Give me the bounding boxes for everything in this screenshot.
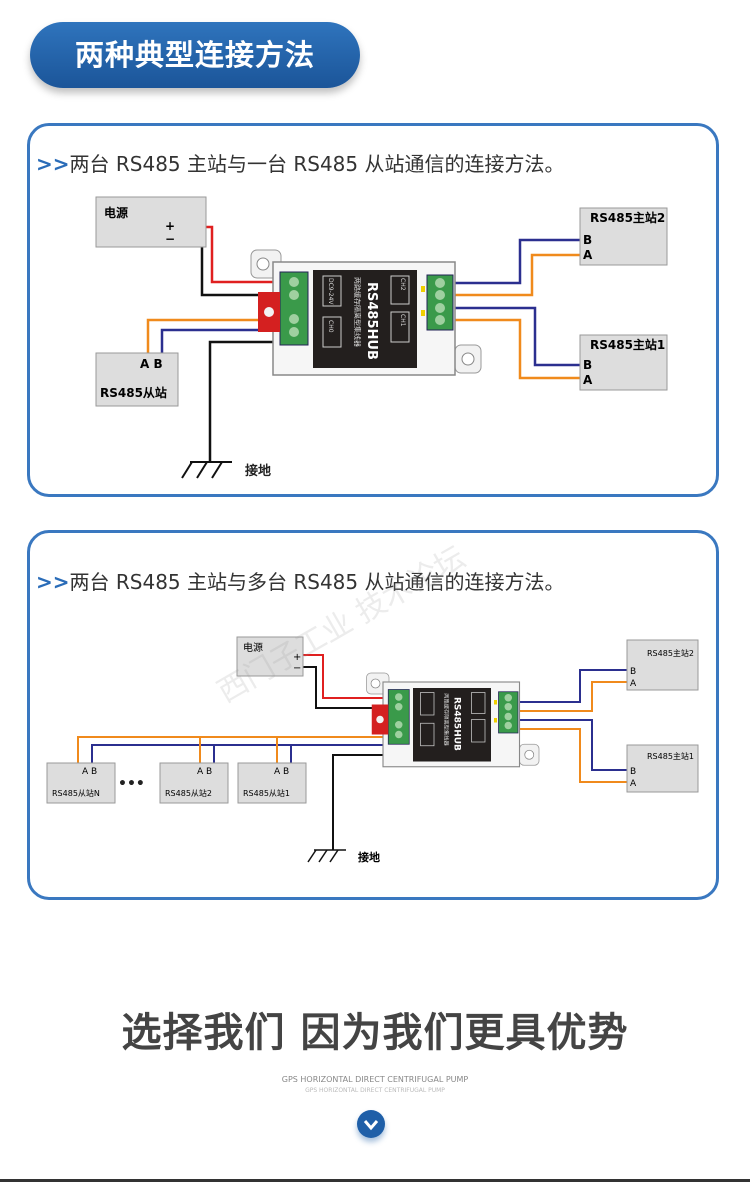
minus-label-2: − xyxy=(293,663,301,674)
svg-text:A: A xyxy=(630,679,637,689)
caption-2: >>两台 RS485 主站与多台 RS485 从站通信的连接方法。 xyxy=(36,570,565,594)
svg-text:CH1: CH1 xyxy=(399,314,406,327)
plus-label-2: + xyxy=(293,652,301,663)
svg-text:A B: A B xyxy=(274,767,289,777)
svg-text:B: B xyxy=(630,767,636,777)
power-label: 电源 xyxy=(104,205,128,220)
page-title: 两种典型连接方法 xyxy=(30,22,360,88)
master1-box-2 xyxy=(626,744,699,793)
slave-n-box xyxy=(46,762,116,804)
svg-text:RS485HUB: RS485HUB xyxy=(451,697,461,751)
master1-box xyxy=(579,334,668,391)
slave-2-label: RS485从站2 xyxy=(165,788,212,798)
ground-label-2: 接地 xyxy=(358,850,380,864)
divider xyxy=(0,1179,750,1182)
slave-1-box xyxy=(237,762,307,804)
chevron-down-icon xyxy=(363,1120,379,1131)
ellipsis: ••• xyxy=(118,776,145,792)
svg-text:CH2: CH2 xyxy=(399,278,406,291)
svg-text:DC9-24V: DC9-24V xyxy=(327,278,334,305)
rs485-hub-device-2: RS485HUB 两路缓存隔离型集线器 xyxy=(365,672,540,768)
plus-label: + xyxy=(165,219,175,233)
svg-text:A B: A B xyxy=(197,767,212,777)
master2-box xyxy=(579,207,668,266)
svg-text:两路缓存隔离型集线器: 两路缓存隔离型集线器 xyxy=(353,277,362,347)
subtitle-1: GPS HORIZONTAL DIRECT CENTRIFUGAL PUMP xyxy=(281,1075,469,1084)
power-supply-box-2 xyxy=(236,636,304,677)
master2-box-2 xyxy=(626,639,699,691)
svg-text:RS485主站2: RS485主站2 xyxy=(647,648,694,658)
power-label-2: 电源 xyxy=(243,641,263,654)
master2-b: B xyxy=(583,233,592,247)
caption-1: >>两台 RS485 主站与一台 RS485 从站通信的连接方法。 xyxy=(36,152,565,176)
slave-n-label: RS485从站N xyxy=(52,788,100,798)
ground-label: 接地 xyxy=(245,463,271,479)
svg-text:RS485主站1: RS485主站1 xyxy=(647,751,694,761)
master2-label: RS485主站2 xyxy=(590,210,665,225)
svg-text:RS485HUB: RS485HUB xyxy=(364,282,379,360)
master2-a: A xyxy=(583,248,593,262)
power-supply-box xyxy=(95,196,207,248)
svg-text:A B: A B xyxy=(82,767,97,777)
master1-a: A xyxy=(583,373,593,387)
slave-2-box xyxy=(159,762,229,804)
slave-box xyxy=(95,352,179,407)
slave-label: RS485从站 xyxy=(100,385,167,400)
master1-b: B xyxy=(583,358,592,372)
svg-text:CH0: CH0 xyxy=(327,320,334,333)
ground-symbol xyxy=(181,461,232,479)
svg-text:B: B xyxy=(630,667,636,677)
slave-ab-label: A B xyxy=(140,357,163,371)
rs485-hub-device: RS485HUB 两路缓存隔离型集线器 DC9-24V CH0 CH2 CH1 xyxy=(250,249,482,376)
slave-1-label: RS485从站1 xyxy=(243,788,290,798)
svg-text:两路缓存隔离型集线器: 两路缓存隔离型集线器 xyxy=(443,693,451,746)
scroll-down-button[interactable] xyxy=(357,1110,385,1138)
ground-symbol-2 xyxy=(307,849,346,863)
diagram-card-1 xyxy=(27,123,719,497)
master1-label: RS485主站1 xyxy=(590,337,665,352)
subtitle-2: GPS HORIZONTAL DIRECT CENTRIFUGAL PUMP xyxy=(305,1087,445,1094)
minus-label: − xyxy=(165,232,175,246)
wires-2 xyxy=(77,654,627,850)
slogan: 选择我们 因为我们更具优势 xyxy=(121,1010,629,1056)
svg-text:A: A xyxy=(630,779,637,789)
